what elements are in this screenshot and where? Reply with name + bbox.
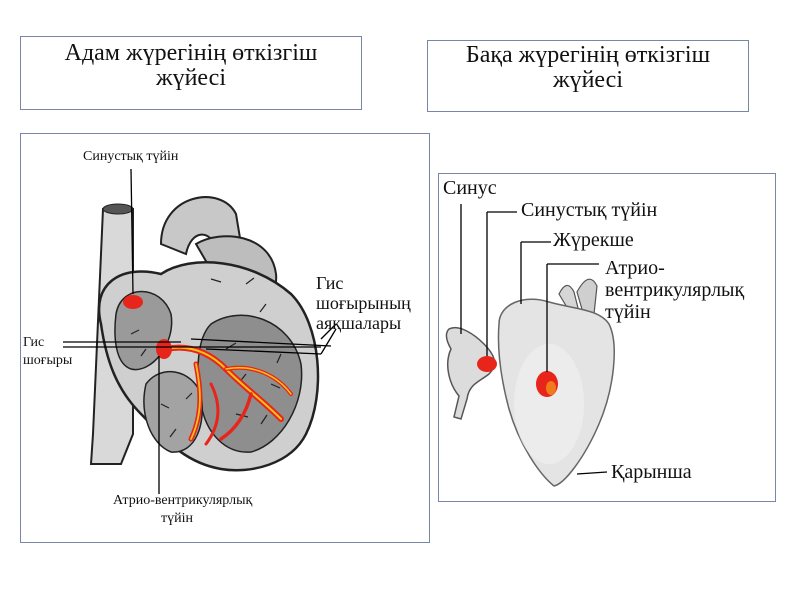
frog-title-line1: Бақа жүрегінің өткізгіш	[465, 42, 711, 68]
human-title-line2: жүйесі	[156, 65, 226, 92]
human-title: Адам жүрегінің өткізгіш жүйесі	[20, 36, 362, 110]
sinus-node-marker	[123, 295, 143, 309]
human-label-av-node-2: түйін	[161, 511, 193, 526]
his-purkinje-fibers	[163, 344, 293, 446]
frog-heart-illustration	[445, 204, 615, 487]
frog-label-atrium: Жүрекше	[553, 229, 634, 251]
frog-label-av-node-3: түйін	[605, 301, 651, 323]
frog-leader-lines	[460, 204, 608, 475]
frog-sinus	[445, 327, 496, 420]
frog-title-line2: жүйесі	[553, 67, 623, 94]
human-leader-lines	[63, 168, 337, 494]
frog-heart-panel: Синус Синустық түйін Жүрекше Атрио- вент…	[438, 173, 776, 502]
human-label-av-node-1: Атрио-вентрикулярлық	[113, 493, 253, 508]
human-title-line1: Адам жүрегінің өткізгіш	[64, 40, 318, 66]
frog-label-av-node-2: вентрикулярлық	[605, 279, 745, 301]
human-label-sinus-node: Синустық түйін	[83, 149, 179, 164]
right-ventricle	[143, 370, 203, 453]
av-node-marker	[156, 339, 172, 359]
human-heart-illustration	[63, 168, 337, 494]
human-label-his-bundle-2: шоғыры	[23, 353, 73, 368]
human-label-his-legs-2: шоғырының	[316, 293, 411, 313]
frog-label-sinus-node: Синустық түйін	[521, 199, 658, 221]
frog-title: Бақа жүрегінің өткізгіш жүйесі	[427, 40, 749, 112]
human-heart-panel: Синустық түйін Гис шоғыры Гис шоғырының …	[20, 133, 430, 543]
human-label-his-legs-3: аяқшалары	[316, 313, 402, 333]
human-label-his-bundle-1: Гис	[23, 335, 45, 350]
human-label-his-legs-1: Гис	[316, 273, 344, 293]
frog-label-ventricle: Қарынша	[611, 461, 692, 483]
frog-label-av-node-1: Атрио-	[605, 257, 665, 279]
frog-label-sinus: Синус	[443, 177, 497, 199]
frog-sinus-node-marker	[477, 356, 497, 372]
